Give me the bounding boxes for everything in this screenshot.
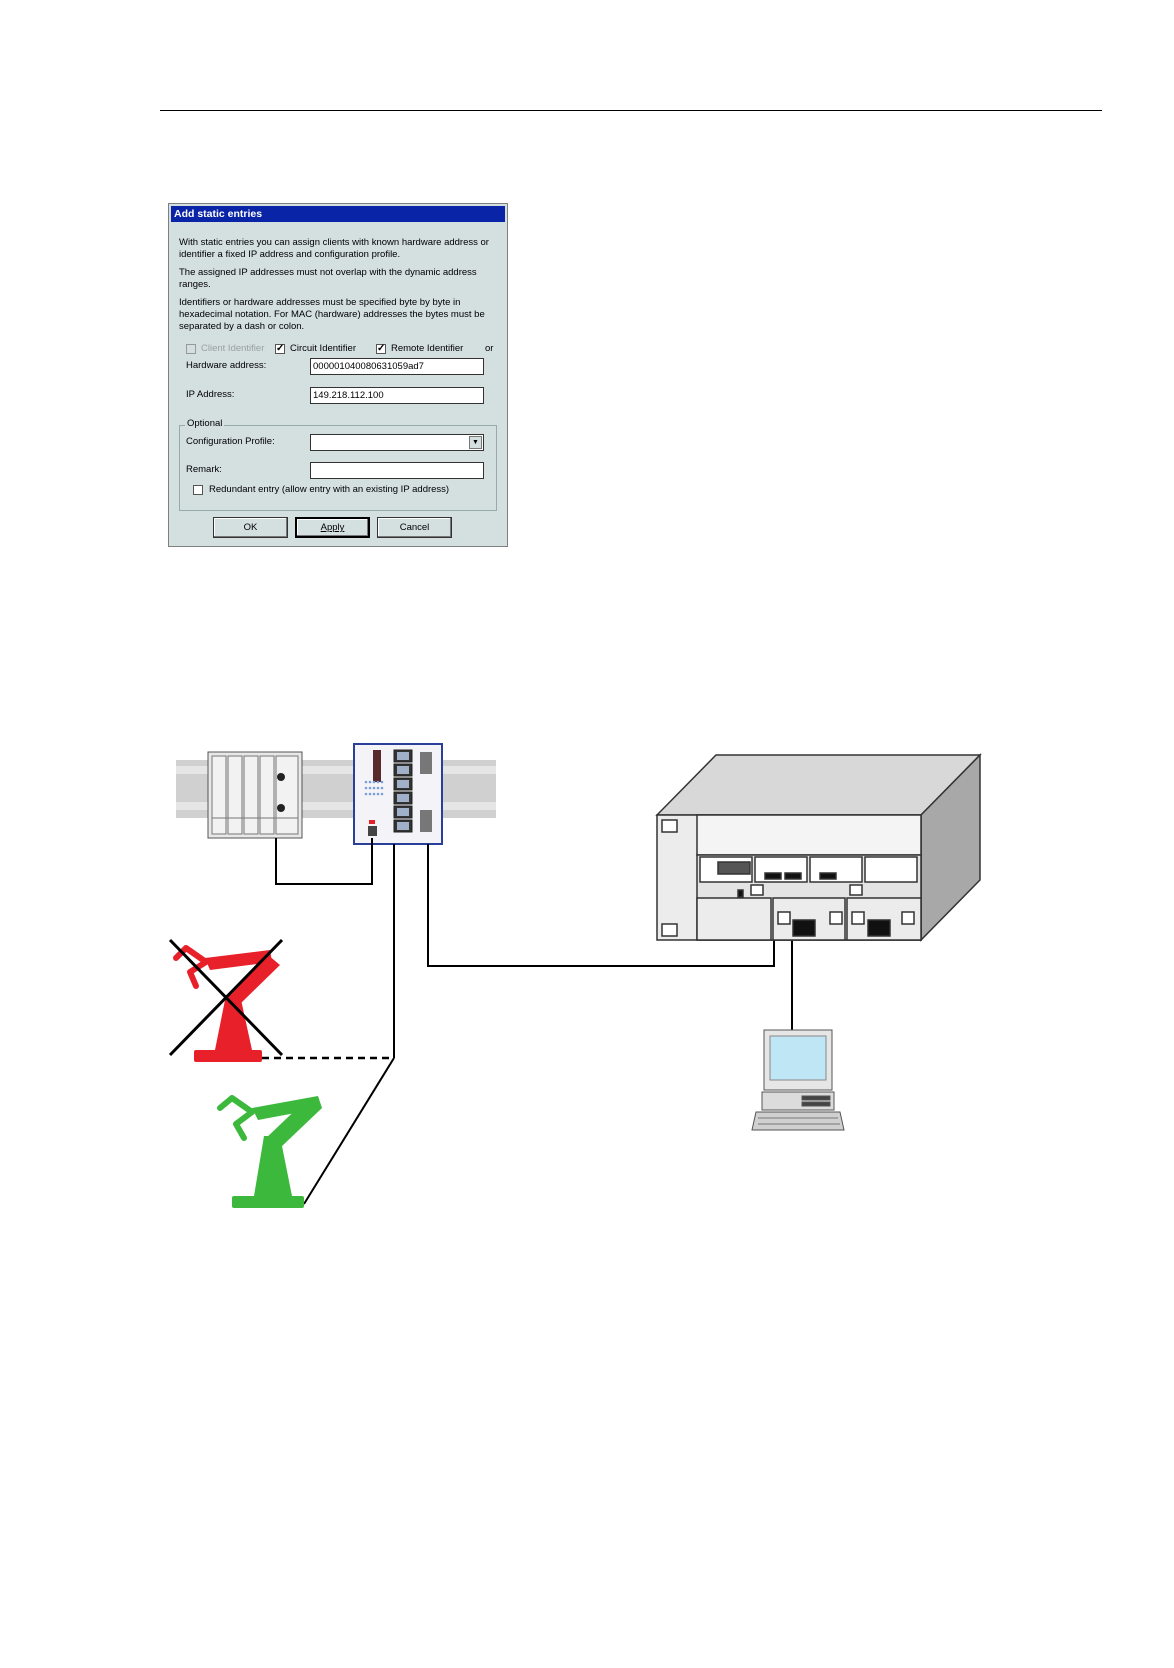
circuit-identifier-checkbox[interactable]: ✓ bbox=[275, 343, 285, 354]
configuration-profile-label: Configuration Profile: bbox=[186, 436, 275, 447]
hardware-address-label: Hardware address: bbox=[186, 360, 267, 371]
or-label: or bbox=[485, 343, 494, 354]
circuit-identifier-label: Circuit Identifier bbox=[290, 343, 356, 354]
optional-group-title: Optional bbox=[185, 418, 225, 430]
client-identifier-label: Client Identifier bbox=[201, 343, 265, 354]
add-static-entries-dialog: Add static entries With static entries y… bbox=[168, 203, 508, 547]
redundant-entry-label: Redundant entry (allow entry with an exi… bbox=[209, 484, 450, 495]
chevron-down-icon[interactable]: ▼ bbox=[469, 436, 482, 449]
plc-module-icon bbox=[207, 751, 303, 839]
cancel-button[interactable]: Cancel bbox=[377, 517, 452, 538]
remark-label: Remark: bbox=[186, 464, 222, 475]
ip-address-label: IP Address: bbox=[186, 389, 235, 400]
chassis-router-icon bbox=[655, 753, 982, 942]
redundant-entry-checkbox[interactable] bbox=[193, 485, 203, 495]
dialog-title: Add static entries bbox=[171, 206, 505, 222]
failed-robot-icon bbox=[168, 938, 284, 1062]
ok-button[interactable]: OK bbox=[213, 517, 288, 538]
remote-identifier-label: Remote Identifier bbox=[391, 343, 464, 354]
client-identifier-checkbox[interactable] bbox=[186, 344, 196, 354]
header-rule bbox=[160, 110, 1102, 111]
apply-button-label: Apply bbox=[320, 522, 345, 533]
apply-button[interactable]: Apply bbox=[295, 517, 370, 538]
ip-address-input[interactable]: 149.218.112.100 bbox=[310, 387, 484, 404]
optional-group bbox=[179, 425, 497, 511]
hardware-address-input[interactable]: 000001040080631059ad7 bbox=[310, 358, 484, 375]
overlap-note: The assigned IP addresses must not overl… bbox=[179, 267, 477, 290]
intro-text: With static entries you can assign clien… bbox=[179, 237, 489, 260]
remote-identifier-checkbox[interactable]: ✓ bbox=[376, 343, 386, 354]
replacement-robot-icon bbox=[217, 1095, 322, 1208]
format-note: Identifiers or hardware addresses must b… bbox=[179, 297, 485, 332]
industrial-switch-icon bbox=[353, 743, 443, 845]
workstation-computer-icon bbox=[751, 1029, 845, 1131]
remark-input[interactable] bbox=[310, 462, 484, 479]
configuration-profile-select[interactable]: ▼ bbox=[310, 434, 484, 451]
